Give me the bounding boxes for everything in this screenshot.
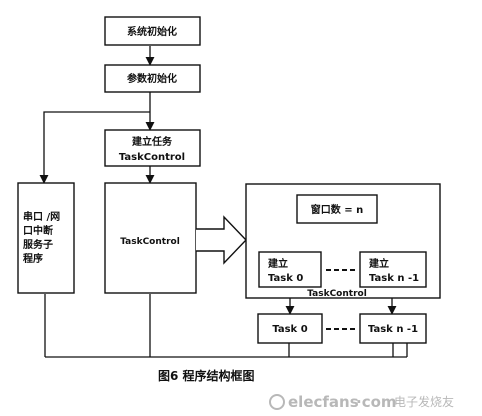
task-control-group-label: TaskControl: [307, 289, 367, 299]
watermark-logo-icon: [269, 394, 285, 410]
create-task-label-2: TaskControl: [119, 152, 185, 163]
task-control-label: TaskControl: [120, 237, 180, 247]
isr-label-1: 串口 /网: [23, 210, 60, 223]
watermark-dotcom: ·com: [356, 393, 397, 411]
arrow-to-isr: [39, 111, 150, 184]
task-control-box: [104, 182, 197, 294]
sys-init-box: [104, 16, 201, 46]
create-task-label-1: 建立任务: [131, 135, 173, 148]
figure-caption: 图6 程序结构框图: [158, 368, 255, 383]
isr-label-2: 口中断: [23, 224, 53, 237]
watermark-site: elecfans: [288, 393, 359, 411]
build-task0-box: [258, 251, 322, 288]
build-task0-label-1: 建立: [267, 257, 288, 270]
expand-arrow-icon: [196, 215, 247, 265]
watermark-cn: 电子发烧友: [394, 394, 454, 409]
task0-box: [257, 313, 323, 344]
param-init-label: 参数初始化: [127, 72, 177, 85]
sys-init-label: 系统初始化: [127, 25, 177, 38]
build-taskn-label-2: Task n -1: [369, 273, 419, 284]
window-count-box: [296, 194, 378, 224]
taskn-label: Task n -1: [368, 324, 418, 335]
isr-label-4: 程序: [23, 252, 43, 265]
task0-label: Task 0: [272, 324, 307, 335]
build-taskn-label-1: 建立: [368, 257, 389, 270]
build-task0-label-2: Task 0: [268, 273, 303, 284]
param-init-box: [104, 64, 201, 93]
isr-box: [17, 182, 75, 294]
build-taskn-box: [359, 251, 427, 288]
watermark: elecfans ·com 电子发烧友: [269, 393, 454, 411]
window-count-label: 窗口数 = n: [311, 203, 363, 216]
create-task-box: [104, 129, 201, 167]
isr-label-3: 服务子: [23, 238, 53, 251]
taskn-box: [359, 313, 427, 344]
